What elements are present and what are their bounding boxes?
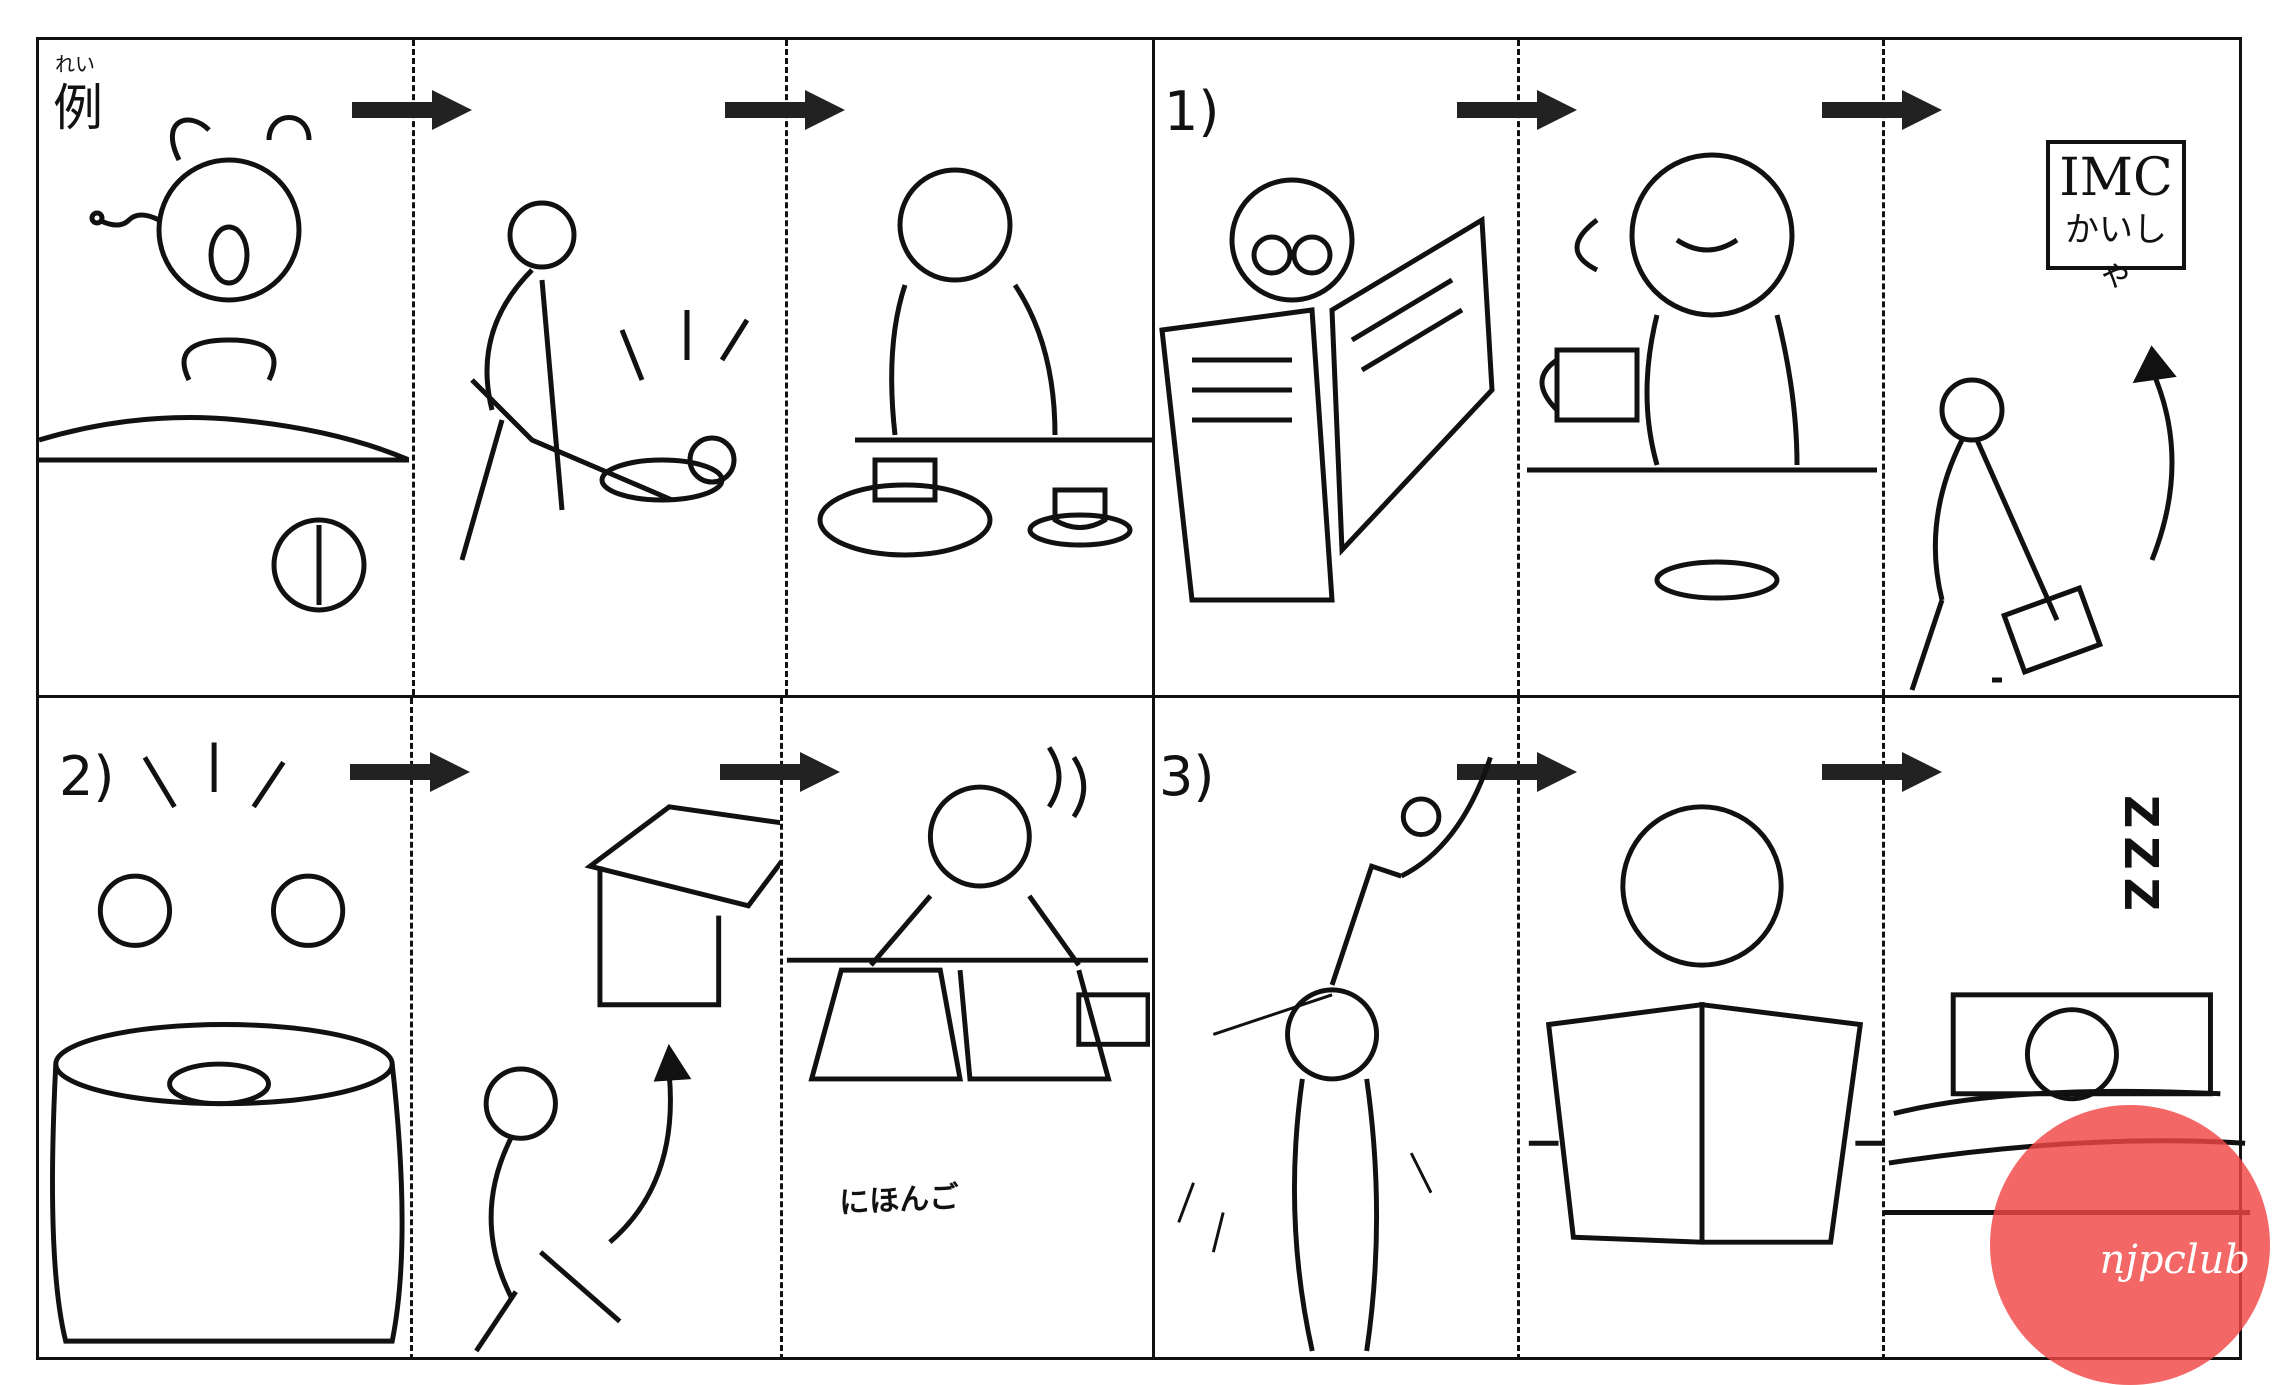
njpclub-watermark-logo: njpclub bbox=[1990, 1105, 2270, 1385]
sign-line-1: IMC bbox=[2059, 148, 2173, 208]
panel-study bbox=[780, 698, 1150, 1353]
arrow-right-icon bbox=[352, 90, 472, 130]
dashed-divider bbox=[1882, 698, 1885, 1360]
column-divider bbox=[1152, 40, 1155, 1357]
row-label-1: 1) bbox=[1164, 80, 1220, 143]
example-ruby: れい bbox=[55, 52, 95, 76]
row-label-2: 2) bbox=[59, 745, 115, 808]
dashed-divider bbox=[1517, 40, 1520, 695]
panel-go-to-company bbox=[1882, 40, 2252, 695]
notebook-label: にほんご bbox=[838, 1179, 961, 1222]
dashed-divider bbox=[785, 40, 788, 695]
panel-dinner bbox=[39, 698, 409, 1353]
dashed-divider bbox=[1517, 698, 1520, 1360]
panel-wake-up bbox=[39, 40, 409, 695]
panel-go-home bbox=[410, 698, 780, 1353]
example-label: 例 bbox=[53, 79, 103, 137]
sleep-zzz: ZZZ bbox=[2114, 794, 2169, 920]
row-divider bbox=[39, 695, 2239, 698]
panel-walk-dog bbox=[412, 40, 782, 695]
dashed-divider bbox=[410, 698, 413, 1360]
arrow-right-icon bbox=[1822, 90, 1942, 130]
arrow-right-icon bbox=[1457, 90, 1577, 130]
panel-read-newspaper bbox=[1152, 40, 1522, 695]
watermark-text: njpclub bbox=[2099, 1237, 2250, 1283]
dashed-divider bbox=[780, 698, 783, 1360]
panel-read-book bbox=[1517, 698, 1887, 1353]
dashed-divider bbox=[412, 40, 415, 695]
arrow-right-icon bbox=[350, 752, 470, 792]
panel-shower bbox=[1152, 698, 1522, 1353]
arrow-right-icon bbox=[1457, 752, 1577, 792]
panel-drink-coffee bbox=[1517, 40, 1887, 695]
company-sign: IMC かいしゃ bbox=[2046, 140, 2186, 294]
dashed-divider bbox=[1882, 40, 1885, 695]
illustration-grid: れい 例 1) 2) 3) bbox=[36, 37, 2251, 1360]
arrow-right-icon bbox=[720, 752, 840, 792]
arrow-right-icon bbox=[1822, 752, 1942, 792]
arrow-right-icon bbox=[725, 90, 845, 130]
panel-breakfast bbox=[785, 40, 1155, 695]
sign-line-2: かいしゃ bbox=[2065, 210, 2167, 294]
row-label-3: 3) bbox=[1159, 745, 1215, 808]
